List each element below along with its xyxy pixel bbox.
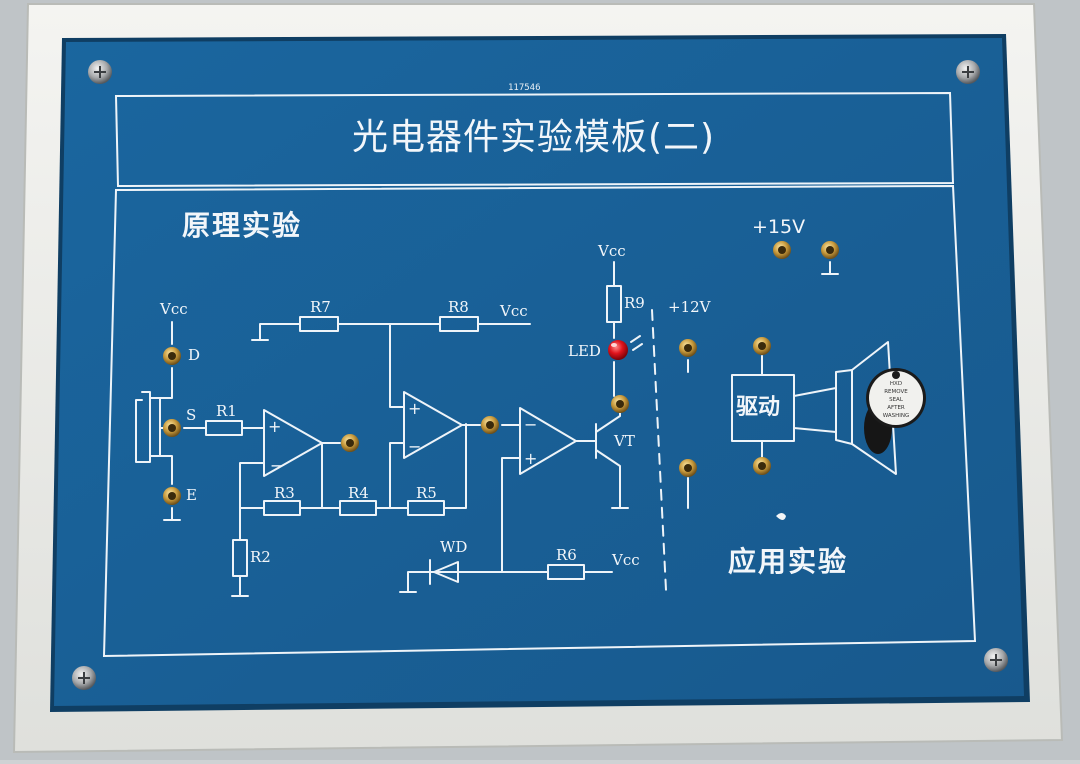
label-pin-s: S <box>186 406 197 424</box>
label-r7: R7 <box>310 298 331 316</box>
board-title: 光电器件实验模板(二) <box>352 117 716 158</box>
screw-bottom-right <box>984 648 1008 672</box>
left-section-label: 原理实验 <box>182 209 303 242</box>
label-r3: R3 <box>274 484 295 502</box>
driver-label: 驱动 <box>736 395 781 420</box>
buzzer-line-1: HXD <box>890 381 902 387</box>
buzzer-line-2: REMOVE <box>884 389 908 395</box>
opamp-signs: + − + − − + <box>268 399 537 475</box>
banana-jack[interactable] <box>679 459 697 477</box>
screw-top-right <box>956 60 980 84</box>
svg-text:−: − <box>408 437 421 456</box>
label-r5: R5 <box>416 484 437 502</box>
red-led <box>608 340 628 360</box>
label-r9: R9 <box>624 294 645 312</box>
label-vt: VT <box>614 432 635 450</box>
right-section-label: 应用实验 <box>728 545 849 578</box>
banana-jack[interactable] <box>753 457 771 475</box>
label-wd: WD <box>440 538 468 556</box>
svg-text:−: − <box>524 415 537 434</box>
paint-blemish <box>776 513 786 520</box>
label-r6: R6 <box>556 546 577 564</box>
buzzer-line-3: SEAL <box>889 397 904 403</box>
banana-jack[interactable] <box>341 434 359 452</box>
screw-bottom-left <box>72 666 96 690</box>
banana-jack[interactable] <box>611 395 629 413</box>
label-plus12v: +12V <box>668 298 711 316</box>
banana-jack[interactable] <box>821 241 839 259</box>
svg-text:+: + <box>408 399 421 418</box>
banana-jack[interactable] <box>773 241 791 259</box>
label-r4: R4 <box>348 484 369 502</box>
banana-jack[interactable] <box>163 487 181 505</box>
serial-number: 117546 <box>508 83 541 93</box>
label-pin-d: D <box>188 346 201 364</box>
banana-jack[interactable] <box>163 347 181 365</box>
label-vcc-sensor: Vcc <box>160 300 188 318</box>
banana-jack[interactable] <box>679 339 697 357</box>
buzzer: HXD REMOVE SEAL AFTER WASHING <box>864 368 926 454</box>
silkscreen-frame <box>102 91 977 658</box>
label-vcc-r6: Vcc <box>612 551 640 569</box>
banana-jack[interactable] <box>163 419 181 437</box>
label-vcc-r9: Vcc <box>598 242 626 260</box>
svg-text:+: + <box>268 417 281 436</box>
label-led: LED <box>568 342 601 360</box>
label-plus15v: +15V <box>752 216 806 238</box>
banana-jack[interactable] <box>481 416 499 434</box>
banana-jack[interactable] <box>753 337 771 355</box>
buzzer-line-4: AFTER <box>887 405 905 411</box>
label-r8: R8 <box>448 298 469 316</box>
svg-text:+: + <box>524 449 537 468</box>
label-r2: R2 <box>250 548 271 566</box>
label-r1: R1 <box>216 402 237 420</box>
screw-top-left <box>88 60 112 84</box>
svg-text:−: − <box>270 456 283 475</box>
label-vcc-r8: Vcc <box>500 302 528 320</box>
buzzer-line-5: WASHING <box>883 413 910 419</box>
label-pin-e: E <box>186 486 197 504</box>
circuit-lines <box>135 261 897 597</box>
